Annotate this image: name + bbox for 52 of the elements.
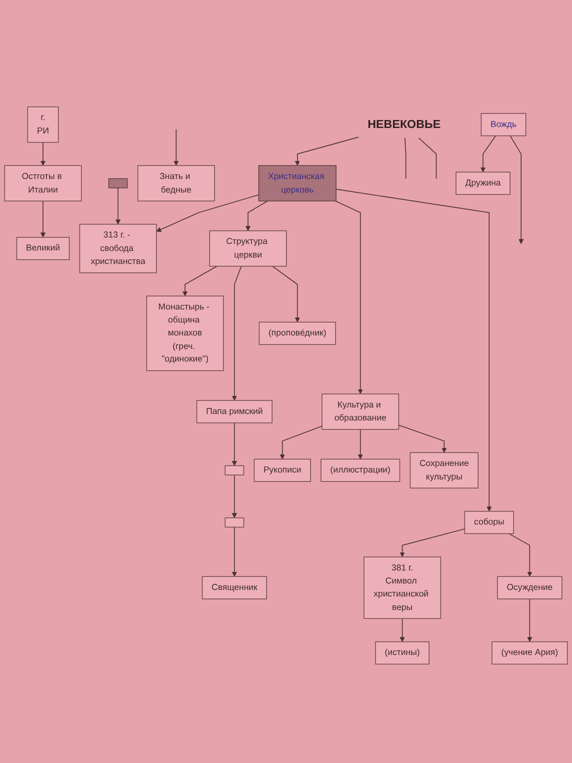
arrow: [232, 422, 237, 466]
node-box: Рукописи: [254, 458, 311, 482]
node-box: Структура церкви: [209, 230, 287, 267]
arrow: [510, 135, 524, 244]
arrow: [232, 474, 237, 518]
connector: [418, 138, 437, 180]
node-box: (пропове́дник): [258, 322, 336, 345]
arrow: [358, 428, 363, 460]
arrow: [40, 142, 46, 166]
arrow: [335, 200, 363, 394]
arrow: [245, 200, 268, 232]
node-box: соборы: [464, 510, 514, 534]
node-box: 313 г. - свобода христианства: [79, 224, 157, 274]
arrow: [272, 266, 300, 322]
node-box: Христианская церковь: [258, 165, 336, 202]
arrow: [156, 194, 260, 232]
node-box: Знать и бедные: [137, 165, 215, 202]
node-box: [224, 517, 244, 528]
node-box: Осуждение: [497, 576, 562, 600]
arrow: [232, 266, 242, 401]
node-box: Монастырь - община монахов (греч. "одинокие"): [146, 296, 224, 372]
arrow: [182, 266, 218, 296]
arrow: [480, 135, 496, 172]
node-box: [224, 465, 244, 476]
arrow: [398, 424, 447, 453]
node-box: (иллюстрации): [320, 458, 400, 482]
node-box: Остготы в Италии: [4, 165, 82, 202]
node-box: Культура и образование: [322, 394, 400, 430]
arrow: [40, 200, 46, 238]
arrow: [294, 136, 359, 166]
node-box: г. РИ: [27, 106, 59, 143]
node-box: 381 г. Символ христианской веры: [364, 556, 442, 619]
node-box: [108, 178, 128, 188]
arrow: [336, 188, 492, 512]
arrow: [116, 188, 121, 224]
node-box: Дружина: [456, 172, 510, 195]
arrow: [280, 426, 322, 460]
node-box: Папа римский: [196, 400, 272, 424]
node-box: Вождь: [480, 113, 526, 136]
node-text: НЕВЕКОВЬЕ: [368, 118, 441, 131]
node-box: (истины): [375, 641, 430, 665]
node-box: Великий: [16, 236, 70, 260]
arrow: [174, 128, 179, 166]
node-box: (учение Ария): [492, 641, 568, 665]
arrow: [527, 598, 532, 642]
arrow: [400, 528, 466, 558]
arrow: [508, 533, 532, 577]
node-box: Священник: [202, 576, 267, 600]
node-box: Сохранение культуры: [410, 452, 478, 488]
arrow: [232, 526, 237, 577]
arrow: [400, 618, 405, 642]
connector: [404, 138, 406, 180]
